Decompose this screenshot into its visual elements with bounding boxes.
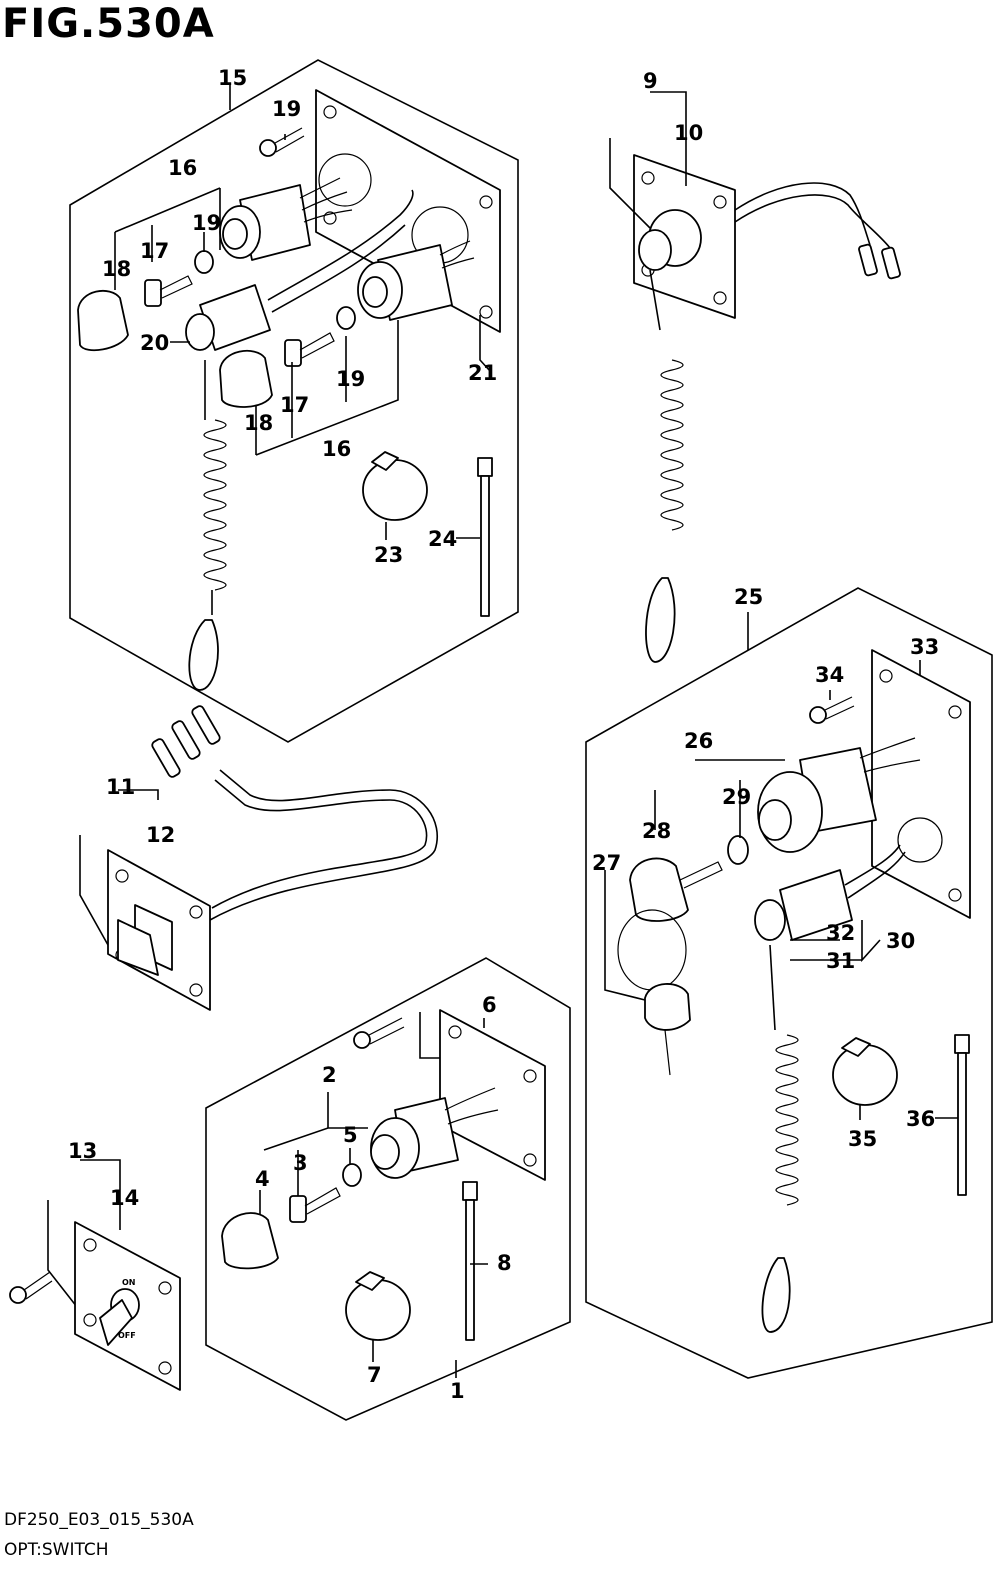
callout-16-upper: 16	[168, 156, 197, 180]
leader-lines	[114, 91, 958, 1362]
callout-16-lower: 16	[322, 437, 351, 461]
callouts: 15 19 16 19 17 18 20 21 19 17 18 16 23 2…	[68, 66, 939, 1403]
callout-21: 21	[468, 361, 497, 385]
washer-19-upper	[194, 250, 214, 274]
key-17-lower	[284, 332, 335, 367]
key-17-upper	[144, 275, 193, 307]
callout-20: 20	[140, 331, 169, 355]
callout-23: 23	[374, 543, 403, 567]
callout-25: 25	[734, 585, 763, 609]
key-cap-18-lower	[219, 349, 273, 408]
assembly-25-box	[585, 587, 993, 1379]
cap-23	[362, 451, 428, 521]
stop-plate-10	[633, 154, 901, 663]
callout-36: 36	[906, 1107, 935, 1131]
callout-24: 24	[428, 527, 457, 551]
key-cap-18-upper	[77, 289, 129, 352]
key-switch-16-upper	[219, 177, 353, 261]
callout-18-upper: 18	[102, 257, 131, 281]
callout-15: 15	[218, 66, 247, 90]
callout-1: 1	[450, 1379, 465, 1403]
callout-33: 33	[910, 635, 939, 659]
callout-17-lower: 17	[280, 393, 309, 417]
callout-9: 9	[643, 69, 658, 93]
toggle-plate-14: ON OFF	[9, 1159, 181, 1391]
callout-7: 7	[367, 1363, 382, 1387]
callout-8: 8	[497, 1251, 512, 1275]
callout-2: 2	[322, 1063, 337, 1087]
figure-title: FIG.530A	[2, 1, 215, 47]
callout-19-lower: 19	[336, 367, 365, 391]
key-switch-16-lower	[357, 240, 475, 321]
callout-30: 30	[886, 929, 915, 953]
callout-14: 14	[110, 1186, 139, 1210]
callout-29: 29	[722, 785, 751, 809]
callout-32: 32	[826, 921, 855, 945]
switch-plate-12	[79, 705, 438, 1011]
stop-switch-20	[185, 189, 414, 691]
callout-4: 4	[255, 1167, 270, 1191]
switch-off-label: OFF	[118, 1331, 136, 1340]
assembly-15-box	[69, 59, 519, 743]
callout-27: 27	[592, 851, 621, 875]
callout-12: 12	[146, 823, 175, 847]
callout-13: 13	[68, 1139, 97, 1163]
callout-26: 26	[684, 729, 713, 753]
callout-35: 35	[848, 1127, 877, 1151]
tie-24	[477, 457, 493, 617]
callout-5: 5	[343, 1123, 358, 1147]
callout-18-lower: 18	[244, 411, 273, 435]
figure-name: OPT:SWITCH	[4, 1540, 109, 1560]
callout-31: 31	[826, 949, 855, 973]
callout-3: 3	[293, 1151, 308, 1175]
callout-17-upper: 17	[140, 239, 169, 263]
screw-22	[259, 127, 305, 157]
callout-19-upper: 19	[192, 211, 221, 235]
callout-6: 6	[482, 993, 497, 1017]
callout-11: 11	[106, 775, 135, 799]
callout-22: 19	[272, 97, 301, 121]
callout-28: 28	[642, 819, 671, 843]
callout-34: 34	[815, 663, 844, 687]
model-code: DF250_E03_015_530A	[4, 1510, 194, 1530]
switch-on-label: ON	[122, 1278, 136, 1287]
callout-10: 10	[674, 121, 703, 145]
assembly-1-box	[205, 957, 571, 1421]
washer-19-lower	[336, 306, 356, 330]
